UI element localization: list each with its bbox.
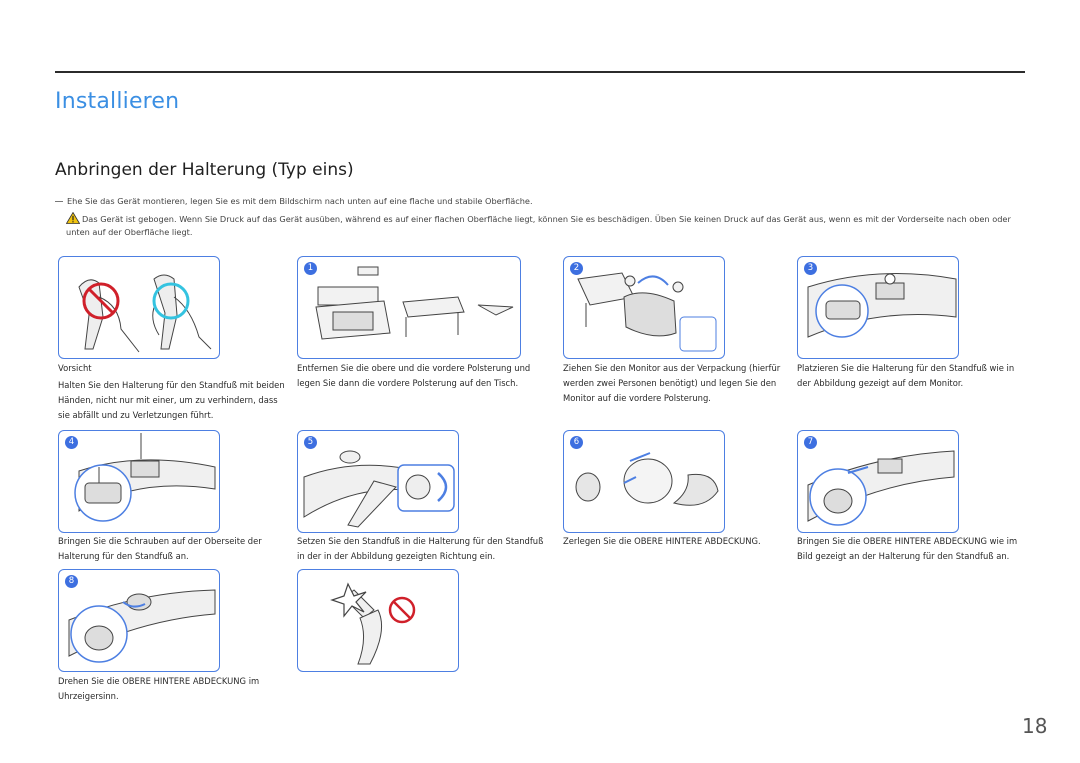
step-7-badge: 7	[804, 436, 817, 449]
caution-2-illustration	[330, 582, 416, 665]
figure-step-5: 5	[297, 430, 459, 533]
figure-step-1: 1	[297, 256, 521, 359]
top-rule	[55, 71, 1025, 73]
step-1-badge: 1	[304, 262, 317, 275]
warning-text: Das Gerät ist gebogen. Wenn Sie Druck au…	[66, 214, 1011, 237]
caution-text: Halten Sie den Halterung für den Standfu…	[58, 380, 285, 420]
figure-step-4: 4	[58, 430, 220, 533]
step-3-badge: 3	[804, 262, 817, 275]
note-dash	[55, 201, 63, 202]
warning-icon	[66, 212, 80, 224]
figure-step-8: 8	[58, 569, 220, 672]
step-3-text: Platzieren Sie die Halterung für den Sta…	[797, 363, 1015, 388]
figure-step-2: 2	[563, 256, 725, 359]
step-4-badge: 4	[65, 436, 78, 449]
step-4-illustration	[74, 433, 216, 522]
figure-step-3: 3	[797, 256, 959, 359]
step-6-text: Zerlegen Sie die OBERE HINTERE ABDECKUNG…	[563, 536, 761, 546]
figure-caution	[58, 256, 220, 359]
step-5-badge: 5	[304, 436, 317, 449]
caution-illustration	[78, 274, 212, 353]
step-1-text: Entfernen Sie die obere und die vordere …	[297, 363, 531, 388]
step-1-illustration	[315, 266, 514, 340]
step-5-illustration	[303, 450, 455, 528]
figure-step-7: 7	[797, 430, 959, 533]
step-6-badge: 6	[570, 436, 583, 449]
step-5-text: Setzen Sie den Standfuß in die Halterung…	[297, 536, 544, 561]
step-2-text: Ziehen Sie den Monitor aus der Verpackun…	[563, 363, 781, 403]
warning-line: Das Gerät ist gebogen. Wenn Sie Druck au…	[66, 212, 1026, 239]
figure-caution-2	[297, 569, 459, 672]
note-text: Ehe Sie das Gerät montieren, legen Sie e…	[67, 196, 533, 206]
step-7-text: Bringen Sie die OBERE HINTERE ABDECKUNG …	[797, 536, 1018, 561]
step-8-illustration	[68, 589, 216, 663]
figure-step-6: 6	[563, 430, 725, 533]
page-number: 18	[1022, 714, 1048, 738]
step-3-illustration	[807, 273, 957, 338]
step-4-text: Bringen Sie die Schrauben auf der Oberse…	[58, 536, 262, 561]
page-title: Installieren	[55, 89, 180, 114]
step-2-badge: 2	[570, 262, 583, 275]
step-8-badge: 8	[65, 575, 78, 588]
step-8-text: Drehen Sie die OBERE HINTERE ABDECKUNG i…	[58, 676, 260, 701]
caution-title: Vorsicht	[58, 363, 92, 373]
step-6-illustration	[575, 452, 719, 506]
section-title: Anbringen der Halterung (Typ eins)	[55, 160, 354, 180]
step-7-illustration	[807, 450, 955, 526]
step-2-illustration	[577, 272, 717, 352]
note-line: Ehe Sie das Gerät montieren, legen Sie e…	[55, 196, 533, 206]
